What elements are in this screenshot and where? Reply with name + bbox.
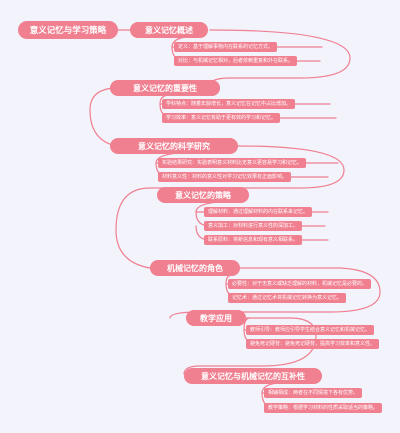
leaf-mnemonics[interactable]: 记忆术：通过记忆术将机械记忆转换为意义记忆。 — [228, 293, 347, 303]
topic-label: 意义记忆的重要性 — [133, 83, 197, 93]
root-label: 意义记忆与学习策略 — [29, 26, 107, 36]
leaf-material[interactable]: 材料意义性：材料的意义性对学习记忆效果有正面影响。 — [158, 172, 292, 182]
leaf-subject-feature[interactable]: 学科特点：随着年龄增长，意义记忆在记忆中占比增加。 — [162, 99, 296, 109]
topic-label: 机械记忆的角色 — [167, 263, 223, 273]
topic-label: 意义记忆的策略 — [175, 190, 231, 200]
topic-label: 教学应用 — [200, 313, 232, 323]
topic-label: 意义记忆与机械记忆的互补性 — [201, 371, 305, 381]
topic-importance[interactable]: 意义记忆的重要性 — [110, 80, 220, 96]
topic-teaching[interactable]: 教学应用 — [186, 310, 246, 326]
topic-label: 意义记忆概述 — [145, 25, 193, 35]
leaf-experiment[interactable]: 实验结果研究：实验表明意义材料比无意义更容易学习和记忆。 — [158, 158, 307, 168]
topic-research[interactable]: 意义记忆的科学研究 — [110, 138, 238, 154]
leaf-avoid-rote[interactable]: 避免死记硬背：避免死记硬背，提高学习效率和意义性。 — [246, 339, 380, 349]
topic-label: 意义记忆的科学研究 — [138, 141, 210, 151]
leaf-definition[interactable]: 定义：基于理解事物内在联系的记忆方式。 — [174, 42, 278, 52]
topic-rote-role[interactable]: 机械记忆的角色 — [150, 260, 240, 276]
leaf-contrast[interactable]: 对比：与机械记忆相对，后者依赖重复和外在联系。 — [174, 56, 298, 66]
leaf-processing[interactable]: 意义加工：对材料进行意义性的深加工。 — [204, 221, 303, 231]
topic-strategy[interactable]: 意义记忆的策略 — [157, 187, 249, 203]
leaf-complement[interactable]: 相辅相成：两者在不同情境下各有优势。 — [264, 388, 363, 398]
leaf-efficiency[interactable]: 学习效率：意义记忆有助于更有效的学习和记忆。 — [162, 113, 281, 123]
leaf-teaching-strategy[interactable]: 教学策略：根据学习材料的性质采取适当的策略。 — [264, 403, 383, 413]
topic-complementarity[interactable]: 意义记忆与机械记忆的互补性 — [184, 368, 322, 384]
root-node[interactable]: 意义记忆与学习策略 — [18, 21, 118, 39]
leaf-teacher-guide[interactable]: 教师引导：教师应引导学生结合意义记忆和机械记忆。 — [246, 325, 375, 335]
leaf-association[interactable]: 联系原料：将新信息和现有意义相联系。 — [204, 235, 303, 245]
topic-overview[interactable]: 意义记忆概述 — [130, 22, 208, 38]
leaf-necessity[interactable]: 必要性：对于无意义或缺乏理解的材料，机械记忆是必要的。 — [228, 279, 372, 289]
leaf-understand[interactable]: 理解材料：通过理解材料的内在联系来记忆。 — [204, 207, 313, 217]
